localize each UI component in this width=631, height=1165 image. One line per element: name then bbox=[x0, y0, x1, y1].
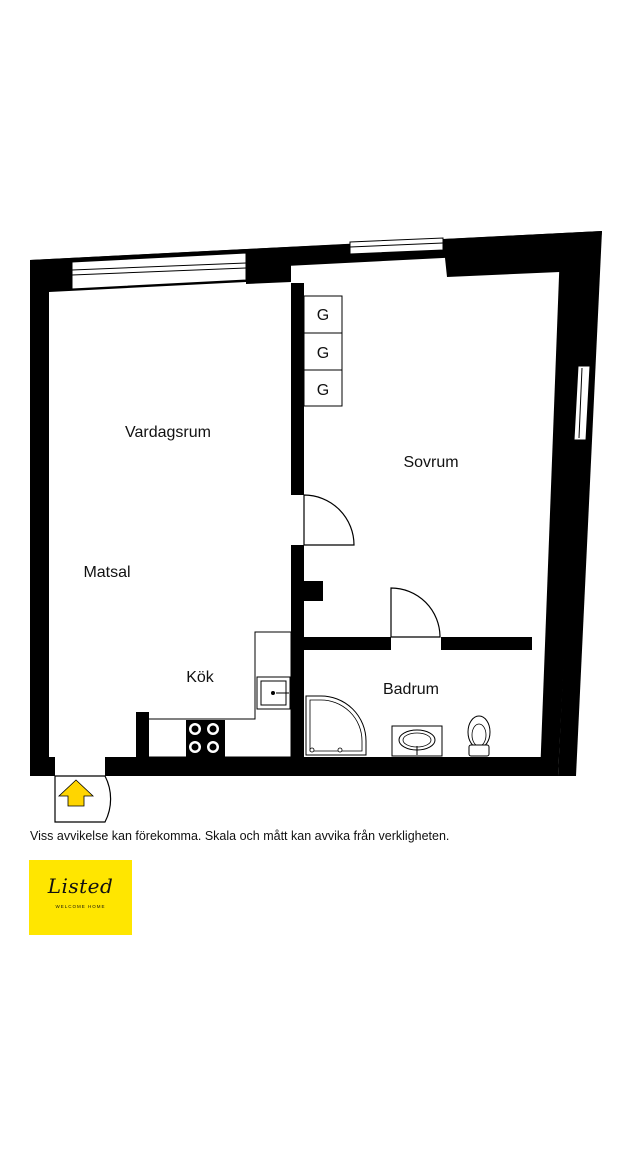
wall-bottom-left bbox=[30, 757, 55, 776]
shower-icon bbox=[305, 695, 367, 756]
wall-stub bbox=[304, 581, 323, 601]
floor-plan: G G G bbox=[30, 231, 602, 823]
wall-top-thick-right bbox=[443, 231, 602, 277]
stove-icon bbox=[186, 720, 225, 757]
room-label-vardagsrum: Vardagsrum bbox=[125, 424, 211, 441]
kitchen-sink-icon bbox=[256, 676, 291, 710]
entrance-arrow-icon bbox=[57, 779, 95, 807]
wall-right-inner bbox=[540, 250, 585, 776]
window-bedroom-top bbox=[349, 237, 444, 255]
wall-bath-top-right bbox=[441, 637, 532, 650]
wardrobe-label: G bbox=[317, 345, 329, 362]
wall-right bbox=[558, 231, 602, 776]
wall-living-bedroom-lower bbox=[291, 545, 304, 757]
room-label-badrum: Badrum bbox=[383, 681, 439, 698]
room-label-sovrum: Sovrum bbox=[403, 454, 458, 471]
brand-logo-tagline: WELCOME HOME bbox=[55, 904, 106, 909]
brand-logo-wordmark: Listed bbox=[47, 874, 114, 898]
wardrobe-label: G bbox=[317, 307, 329, 324]
window-bedroom-side bbox=[573, 365, 591, 441]
wall-kitchen-post bbox=[136, 712, 149, 757]
room-label-matsal: Matsal bbox=[83, 564, 130, 581]
washbasin-icon bbox=[391, 725, 443, 757]
interior-walls bbox=[136, 283, 532, 757]
wall-top-thick-mid bbox=[246, 244, 350, 284]
wall-bath-top-left bbox=[304, 637, 391, 650]
wardrobe: G G G bbox=[303, 295, 343, 407]
toilet-icon bbox=[467, 715, 491, 757]
brand-logo: Listed WELCOME HOME bbox=[29, 860, 132, 935]
wall-left bbox=[30, 260, 49, 776]
disclaimer-text: Viss avvikelse kan förekomma. Skala och … bbox=[30, 829, 450, 843]
kitchen-counter bbox=[149, 631, 292, 758]
wall-bottom bbox=[105, 757, 558, 776]
bathroom-fixtures bbox=[305, 695, 491, 757]
door-bathroom bbox=[390, 587, 441, 638]
wardrobe-label: G bbox=[317, 382, 329, 399]
room-label-kok: Kök bbox=[186, 669, 215, 686]
wall-living-bedroom bbox=[291, 283, 304, 495]
windows bbox=[71, 237, 591, 441]
door-bedroom bbox=[303, 494, 355, 546]
